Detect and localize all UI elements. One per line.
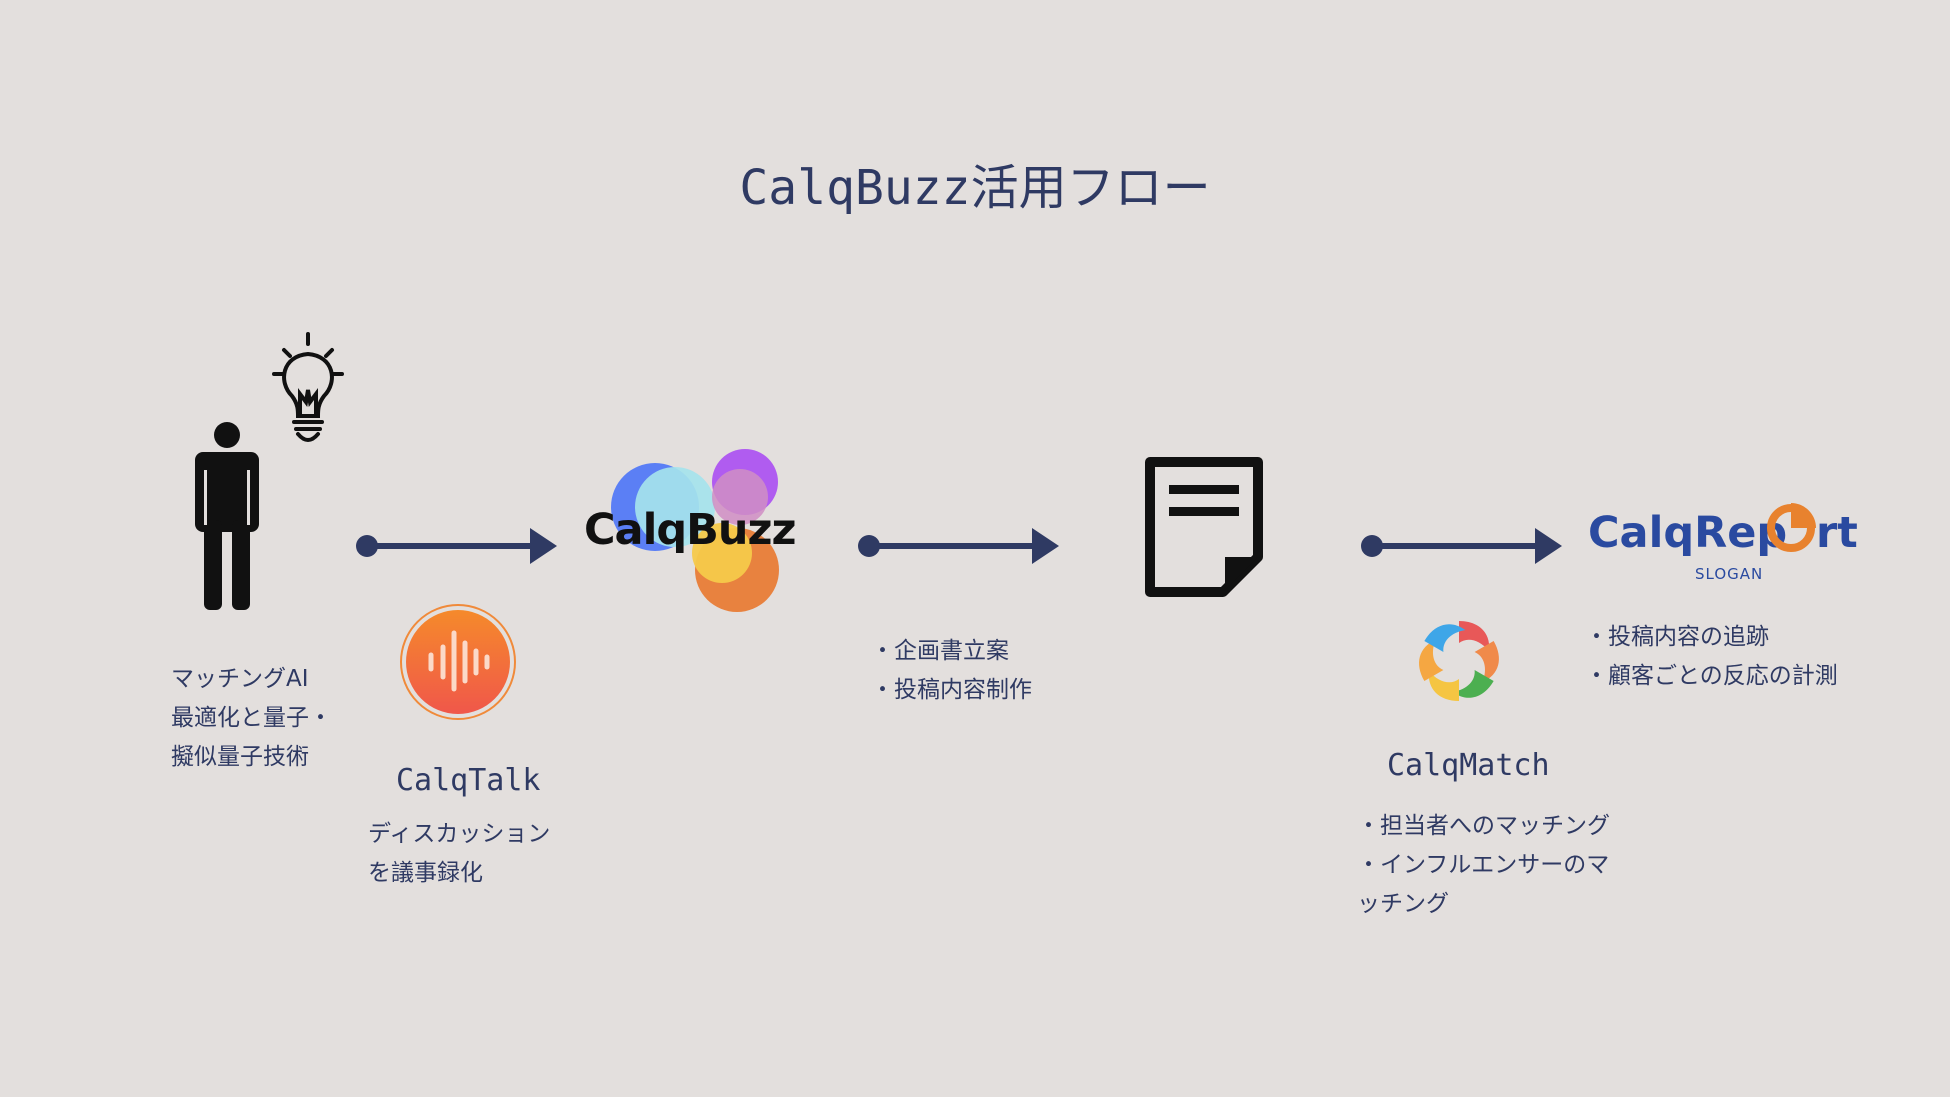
calqmatch-description: ・担当者へのマッチング ・インフルエンサーのマ ッチング xyxy=(1357,807,1610,924)
page-title: CalqBuzz活用フロー xyxy=(739,160,1211,216)
calqreport-logo: CalqRep rt SLOGAN xyxy=(1588,495,1878,585)
person-line-3: 擬似量子技術 xyxy=(171,744,309,770)
calqmatch-name: CalqMatch xyxy=(1387,748,1550,783)
calqmatch-line-1: ・担当者へのマッチング xyxy=(1357,813,1610,839)
document-icon xyxy=(1145,457,1263,597)
calqreport-line-1: ・投稿内容の追跡 xyxy=(1585,624,1769,650)
calqbuzz-logo: CalqBuzz xyxy=(580,445,810,620)
calqbuzz-logo-text: CalqBuzz xyxy=(584,505,796,555)
calqreport-description: ・投稿内容の追跡 ・顧客ごとの反応の計測 xyxy=(1585,618,1838,696)
pie-chart-icon xyxy=(1767,503,1816,552)
calqtalk-line-2: を議事録化 xyxy=(368,860,483,886)
person-description: マッチングAI 最適化と量子・ 擬似量子技術 xyxy=(171,660,332,777)
calqtalk-line-1: ディスカッション xyxy=(368,821,551,847)
person-with-lightbulb-icon xyxy=(190,330,370,610)
calqmatch-line-2: ・インフルエンサーのマ xyxy=(1357,852,1610,878)
calqreport-line-2: ・顧客ごとの反応の計測 xyxy=(1585,663,1838,689)
calqreport-slogan: SLOGAN xyxy=(1695,565,1763,583)
flow-arrow-1 xyxy=(355,526,560,566)
calqreport-logo-text-b: rt xyxy=(1816,508,1858,558)
calqmatch-line-3: ッチング xyxy=(1357,891,1449,917)
audio-waveform-icon xyxy=(399,603,517,721)
planning-line-1: ・企画書立案 xyxy=(871,638,1009,664)
planning-description: ・企画書立案 ・投稿内容制作 xyxy=(871,632,1032,710)
person-line-1: マッチングAI xyxy=(171,666,309,692)
calqtalk-description: ディスカッション を議事録化 xyxy=(368,815,550,893)
calqtalk-name: CalqTalk xyxy=(396,763,541,798)
planning-line-2: ・投稿内容制作 xyxy=(871,677,1032,703)
calqreport-logo-text-a: CalqRep xyxy=(1588,508,1787,558)
flow-arrow-2 xyxy=(857,526,1062,566)
pinwheel-logo-icon xyxy=(1412,614,1506,708)
person-line-2: 最適化と量子・ xyxy=(171,705,332,731)
flow-arrow-3 xyxy=(1360,526,1565,566)
